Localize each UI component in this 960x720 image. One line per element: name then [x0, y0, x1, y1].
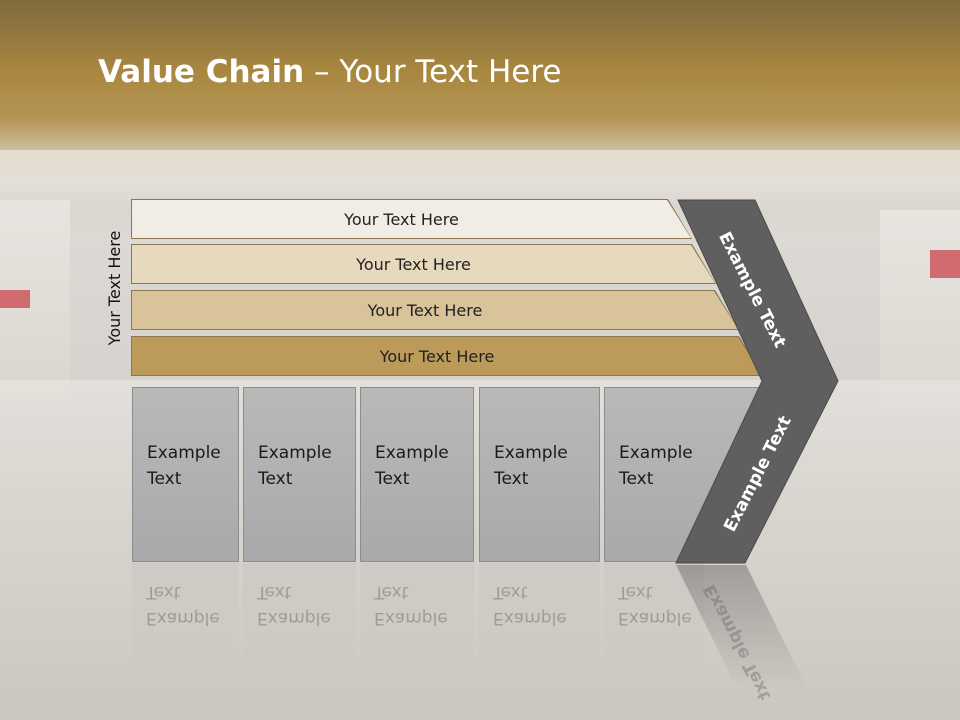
activity-box-line2: Text [147, 469, 182, 489]
background-stripe [0, 290, 30, 308]
activity-box-line1: Example [494, 443, 568, 463]
band-row-4: Your Text Here [132, 337, 762, 375]
chevron-reflection [676, 565, 808, 690]
slide-title: Value Chain – Your Text Here [98, 54, 561, 90]
activity-box-line1: Example [375, 443, 449, 463]
activity-box-4: Example Text [479, 387, 600, 562]
activity-box-3: Example Text [360, 387, 474, 562]
band-row-2: Your Text Here [132, 245, 715, 283]
activity-box-line2: Text [619, 469, 654, 489]
background-stripe [930, 250, 960, 278]
band-row-3: Your Text Here [132, 291, 738, 329]
band-row-1: Your Text Here [132, 200, 691, 238]
chevron-shape [675, 199, 839, 564]
activity-box-line1: Example [147, 443, 221, 463]
activity-box-2: Example Text [243, 387, 356, 562]
title-bold-part: Value Chain [98, 54, 305, 90]
activity-box-line2: Text [258, 469, 293, 489]
background-pillar [880, 210, 960, 410]
activity-box-line2: Text [375, 469, 410, 489]
title-regular-part: – Your Text Here [304, 54, 562, 90]
activity-box-1: Example Text [132, 387, 239, 562]
activity-box-line1: Example [258, 443, 332, 463]
activity-box-line1: Example [619, 443, 693, 463]
activity-box-line2: Text [494, 469, 529, 489]
